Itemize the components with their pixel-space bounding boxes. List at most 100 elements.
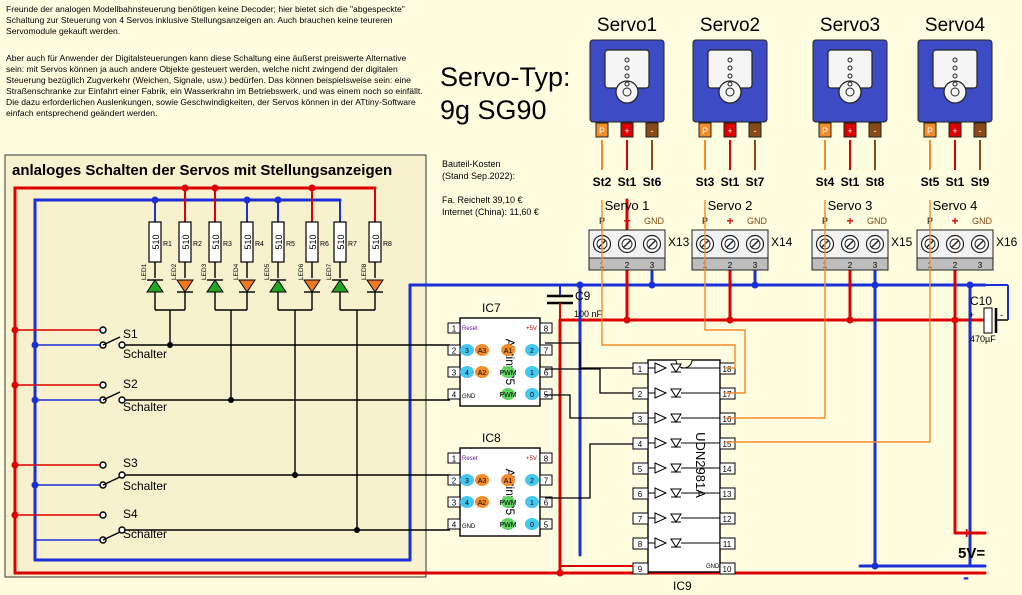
led-1: LED1	[141, 263, 164, 310]
terminal-plus-label: +	[846, 214, 853, 228]
pwm-badge	[501, 496, 515, 508]
ic9-name: IC9	[673, 579, 692, 593]
led-triangle	[366, 279, 384, 293]
pin-badge-text: 0	[530, 522, 534, 529]
switch-s3-label: Schalter	[123, 479, 167, 493]
ic9-pin-number: 18	[723, 365, 732, 374]
resistor-name: R4	[255, 241, 264, 248]
servo-pin-letter: +	[952, 126, 957, 136]
led-name: LED8	[361, 263, 368, 280]
servo-type-line2: 9g SG90	[440, 95, 547, 125]
servo-pin-letter: -	[979, 126, 982, 136]
ic9-pin-number: 16	[723, 415, 732, 424]
servo-pin	[723, 122, 737, 138]
switch-s4[interactable]	[15, 511, 126, 544]
pin-badge-text: 1	[530, 370, 534, 377]
led-name: LED6	[298, 263, 305, 280]
ic-pin-number: 5	[544, 521, 549, 530]
servo-pin	[923, 122, 937, 138]
ic-pin	[539, 452, 553, 464]
led-triangle	[238, 279, 256, 293]
servo-pin	[868, 122, 882, 138]
servo-pin-letter: +	[847, 126, 852, 136]
switch-s2[interactable]	[15, 381, 126, 404]
led-4: LED4	[233, 263, 256, 310]
pwm-badge-text: PWM	[499, 522, 516, 529]
servo-pin	[818, 122, 832, 138]
led-7: LED7	[326, 263, 349, 310]
terminal-plus-label: +	[726, 214, 733, 228]
pwm-badge-text: PWM	[499, 370, 516, 377]
led-name: LED4	[233, 263, 240, 280]
resistor-value: 510	[371, 234, 381, 249]
ic9-pin-number: 14	[723, 465, 732, 474]
supply-label: 5V=	[958, 545, 985, 562]
resistor-body	[240, 221, 254, 263]
ic9-pin-number: 6	[638, 490, 643, 499]
terminal-name: Servo 4	[933, 198, 978, 213]
resistor-value: 510	[336, 234, 346, 249]
servo-stift-label: St3	[696, 175, 715, 189]
switch-s3[interactable]	[15, 461, 126, 489]
ic-pin-number: 3	[452, 369, 457, 378]
pin-badge	[460, 344, 474, 356]
servo-pin-letter: P	[822, 126, 828, 136]
servo-title: Servo4	[925, 15, 986, 36]
servo-stift-label: St8	[866, 175, 885, 189]
resistor-name: R7	[348, 241, 357, 248]
servo-pin	[595, 122, 609, 138]
switch-s1[interactable]	[15, 326, 126, 349]
led-5: LED5	[264, 263, 287, 310]
pin-badge-text: 4	[465, 500, 469, 507]
terminal-number: 2	[728, 261, 733, 270]
ic-pin	[539, 366, 553, 378]
analog-badge-text: A3	[478, 348, 487, 355]
servo-stift-label: St1	[841, 175, 860, 189]
pin-badge	[525, 496, 539, 508]
terminal-name: Servo 1	[605, 198, 650, 213]
led-name: LED3	[201, 263, 208, 280]
led-2: LED2	[171, 263, 194, 310]
led-8: LED8	[361, 263, 384, 310]
terminal-base	[691, 257, 769, 271]
costs-date: (Stand Sep.2022):	[442, 171, 515, 181]
servo-pin	[698, 122, 712, 138]
pin-badge	[525, 518, 539, 530]
terminal-id: X14	[771, 235, 793, 249]
ic9-pin-number: 15	[723, 440, 732, 449]
servo-pin-letter: -	[874, 126, 877, 136]
resistor-value: 510	[181, 234, 191, 249]
ic-vcc-label: +5V	[526, 456, 537, 462]
terminal-number: 3	[650, 261, 655, 270]
resistor-name: R3	[223, 241, 232, 248]
supply-plus: +	[962, 525, 971, 542]
servo-stift-label: St4	[816, 175, 835, 189]
resistor-body	[271, 221, 285, 263]
ic-pin-number: 4	[452, 391, 457, 400]
ic9-chip: UDN2981A	[693, 432, 708, 498]
pwm-badge	[501, 366, 515, 378]
pin-badge	[525, 388, 539, 400]
resistor-name: R1	[163, 241, 172, 248]
led-3: LED3	[201, 263, 224, 310]
pin-badge-text: 2	[530, 348, 534, 355]
intro-paragraph-2: Aber auch für Anwender der Digitalsteuer…	[6, 53, 423, 118]
resistor-body	[333, 221, 347, 263]
servo-stift-label: St1	[946, 175, 965, 189]
servo-pin	[973, 122, 987, 138]
pwm-badge-text: PWM	[499, 392, 516, 399]
ic-pin-number: 7	[544, 347, 549, 356]
ic9-pin-number: 5	[638, 465, 643, 474]
ic-pin-number: 6	[544, 499, 549, 508]
ic8-name: IC8	[482, 431, 501, 445]
c10-name: C10	[970, 294, 992, 308]
